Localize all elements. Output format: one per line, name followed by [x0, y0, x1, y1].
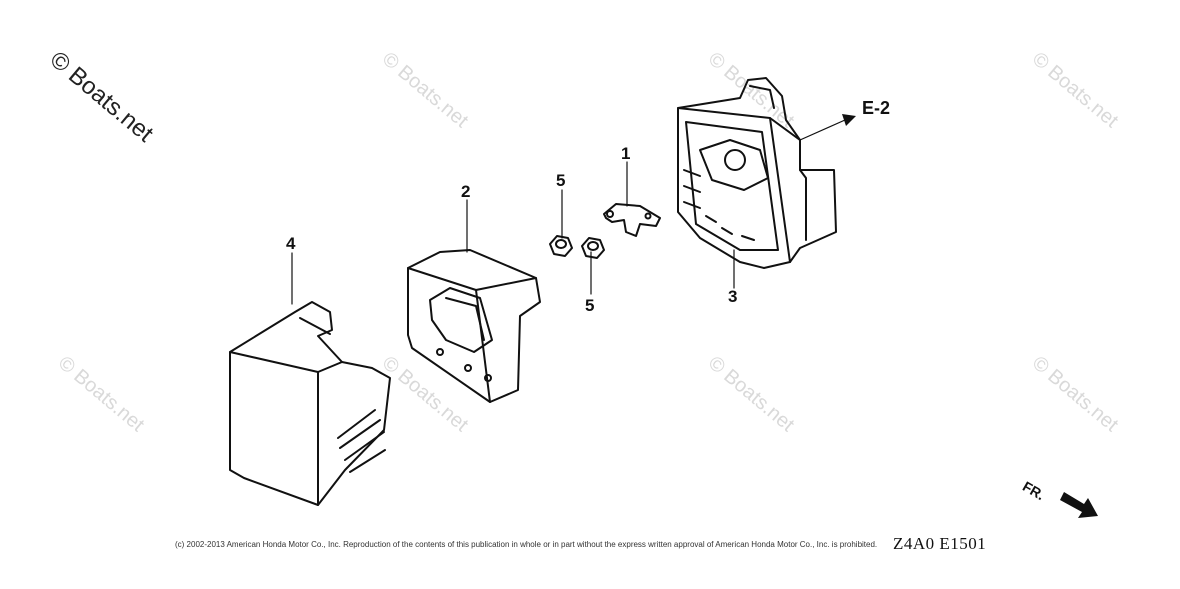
- callout-5-upper: 5: [556, 171, 566, 190]
- part-4-cover: [229, 301, 391, 506]
- callout-2: 2: [461, 182, 471, 201]
- callout-1: 1: [621, 144, 631, 163]
- front-arrow-icon: [1060, 492, 1098, 518]
- callout-3: 3: [728, 287, 738, 306]
- part-1-stay: [603, 203, 661, 237]
- part-3-case: [677, 77, 837, 269]
- reference-arrow-icon: [842, 114, 856, 126]
- copyright-notice: (c) 2002-2013 American Honda Motor Co., …: [175, 540, 878, 549]
- callout-4: 4: [286, 234, 296, 253]
- diagram-code: Z4A0 E1501: [893, 534, 987, 553]
- reference-label: E-2: [862, 98, 891, 118]
- part-2-element: [407, 249, 541, 403]
- leader-lines: [291, 119, 846, 305]
- part-5-nut-b: [581, 237, 605, 259]
- part-5-nut-a: [549, 235, 573, 257]
- callout-5-lower: 5: [585, 296, 595, 315]
